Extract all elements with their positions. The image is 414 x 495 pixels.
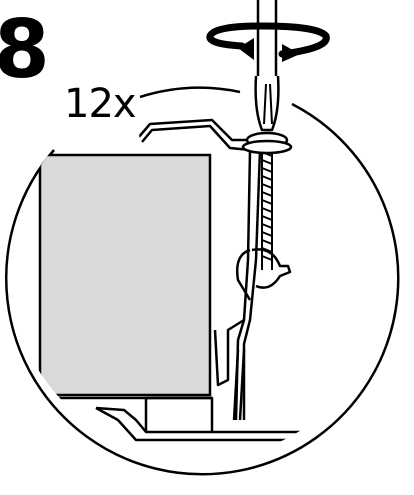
detail-circle-main	[4, 102, 400, 476]
screwdriver-icon	[254, 0, 280, 132]
screw-washer	[241, 139, 293, 155]
step-number: 8	[0, 3, 50, 96]
quantity-label: 12x	[64, 81, 137, 127]
clip-hook	[213, 318, 246, 421]
base-profile	[95, 396, 340, 442]
rotate-arrow-icon	[206, 22, 330, 62]
detail-circle	[139, 86, 241, 99]
panel	[38, 153, 212, 397]
clip-body	[236, 248, 292, 301]
